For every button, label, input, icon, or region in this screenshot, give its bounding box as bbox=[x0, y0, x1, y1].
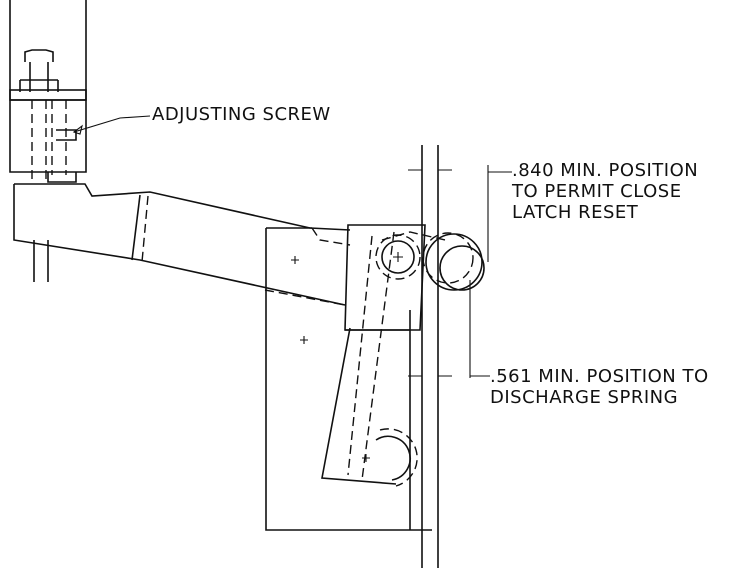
vertical-plate bbox=[408, 145, 452, 568]
close-latch-line-2: TO PERMIT CLOSE bbox=[512, 181, 682, 202]
support-rod bbox=[33, 240, 49, 282]
center-marks bbox=[291, 252, 403, 462]
close-latch-line-3: LATCH RESET bbox=[512, 202, 639, 223]
adjusting-screw-text: ADJUSTING SCREW bbox=[152, 104, 331, 125]
swing-link bbox=[321, 224, 426, 487]
discharge-line-2: DISCHARGE SPRING bbox=[490, 387, 679, 408]
dimension-discharge bbox=[469, 280, 490, 378]
close-latch-line-1: .840 MIN. POSITION bbox=[512, 160, 699, 181]
pivot-circles bbox=[375, 231, 485, 291]
close-latch-note: .840 MIN. POSITION TO PERMIT CLOSE LATCH… bbox=[512, 160, 698, 223]
discharge-note: .561 MIN. POSITION TO DISCHARGE SPRING bbox=[490, 366, 709, 408]
lever-arm bbox=[13, 183, 351, 306]
adjusting-screw bbox=[19, 49, 77, 180]
upper-column bbox=[9, 0, 87, 183]
discharge-line-1: .561 MIN. POSITION TO bbox=[490, 366, 709, 387]
adjusting-screw-label: ADJUSTING SCREW bbox=[152, 104, 331, 125]
dimension-close-latch bbox=[487, 165, 512, 262]
base-block bbox=[265, 227, 432, 531]
adjusting-screw-leader bbox=[72, 115, 151, 135]
